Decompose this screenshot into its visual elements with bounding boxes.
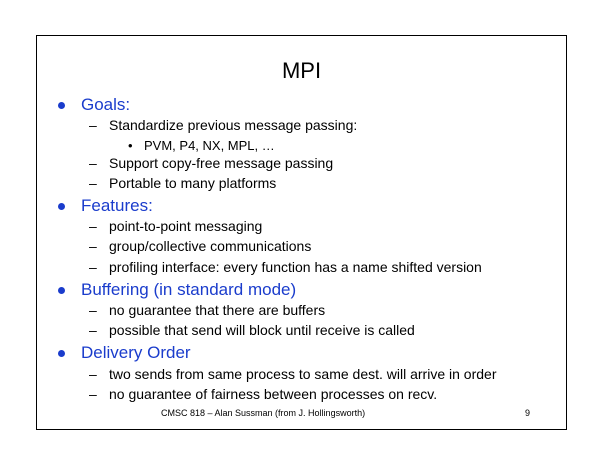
dash-marker: –	[89, 155, 97, 171]
list-item-text: possible that send will block until rece…	[109, 322, 415, 338]
list-item-text: no guarantee of fairness between process…	[109, 386, 438, 402]
dash-marker: –	[89, 259, 97, 275]
bullet-dot-icon	[58, 350, 65, 357]
footer-credit: CMSC 818 – Alan Sussman (from J. Holling…	[161, 408, 366, 418]
page-number: 9	[525, 408, 531, 418]
list-item-text: profiling interface: every function has …	[109, 259, 482, 275]
list-item-text: Support copy-free message passing	[109, 155, 334, 171]
bullet-dot-icon	[58, 102, 65, 109]
list-item-text: no guarantee that there are buffers	[109, 302, 326, 318]
bullet-marker: •	[128, 138, 133, 153]
heading-text: Features:	[81, 196, 153, 215]
dash-marker: –	[89, 238, 97, 254]
sub-list-item-text: PVM, P4, NX, MPL, …	[144, 138, 275, 153]
bullet-dot-icon	[58, 287, 65, 294]
bullet-dot-icon	[58, 203, 65, 210]
dash-marker: –	[89, 218, 97, 234]
list-item-text: group/collective communications	[109, 238, 312, 254]
dash-marker: –	[89, 366, 97, 382]
dash-marker: –	[89, 302, 97, 318]
heading-text: Goals:	[81, 95, 131, 114]
list-item-text: two sends from same process to same dest…	[109, 366, 497, 382]
slide-title: MPI	[281, 58, 322, 83]
dash-marker: –	[89, 322, 97, 338]
slide-frame	[36, 35, 567, 430]
dash-marker: –	[89, 117, 97, 133]
dash-marker: –	[89, 175, 97, 191]
heading-text: Buffering (in standard mode)	[81, 280, 297, 299]
list-item-text: Standardize previous message passing:	[109, 117, 358, 133]
list-item-text: point-to-point messaging	[109, 218, 263, 234]
dash-marker: –	[89, 386, 97, 402]
list-item-text: Portable to many platforms	[109, 175, 277, 191]
heading-text: Delivery Order	[81, 343, 191, 362]
